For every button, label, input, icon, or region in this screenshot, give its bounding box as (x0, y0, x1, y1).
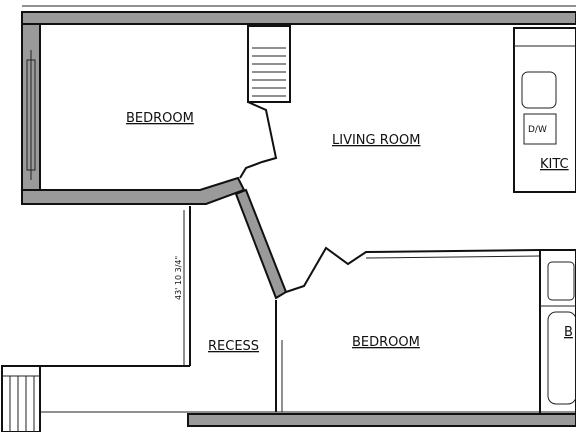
stair-treads (252, 47, 286, 97)
stair-closet (247, 25, 291, 103)
diagonal-wall (234, 188, 288, 300)
room-label-recess: RECESS (208, 339, 259, 354)
room-label-kitchen: KITC (540, 157, 569, 172)
top-bedroom-bottom-wall (21, 176, 246, 205)
dishwasher (523, 113, 557, 145)
top-exterior-wall (21, 11, 576, 25)
bath-toilet (547, 261, 575, 301)
bottom-exterior-wall (187, 413, 576, 427)
fixture-label-dishwasher: D/W (528, 125, 547, 135)
window-sash (26, 59, 36, 171)
kitchen-sink (521, 71, 557, 109)
bathtub (547, 311, 576, 405)
balcony (1, 365, 41, 432)
room-label-bedroom-bottom: BEDROOM (352, 335, 420, 350)
bedroom-living-partition (239, 101, 278, 179)
room-label-bedroom-top: BEDROOM (126, 111, 194, 126)
room-label-living: LIVING ROOM (332, 133, 420, 148)
room-label-bath: B (564, 325, 573, 340)
bath-wall (539, 249, 576, 415)
bedroom-bottom-top-wall (285, 246, 541, 293)
dimension-label: 43' 10 3/4" (174, 256, 183, 300)
bedroom-bottom-top-wall-inner (365, 255, 541, 259)
